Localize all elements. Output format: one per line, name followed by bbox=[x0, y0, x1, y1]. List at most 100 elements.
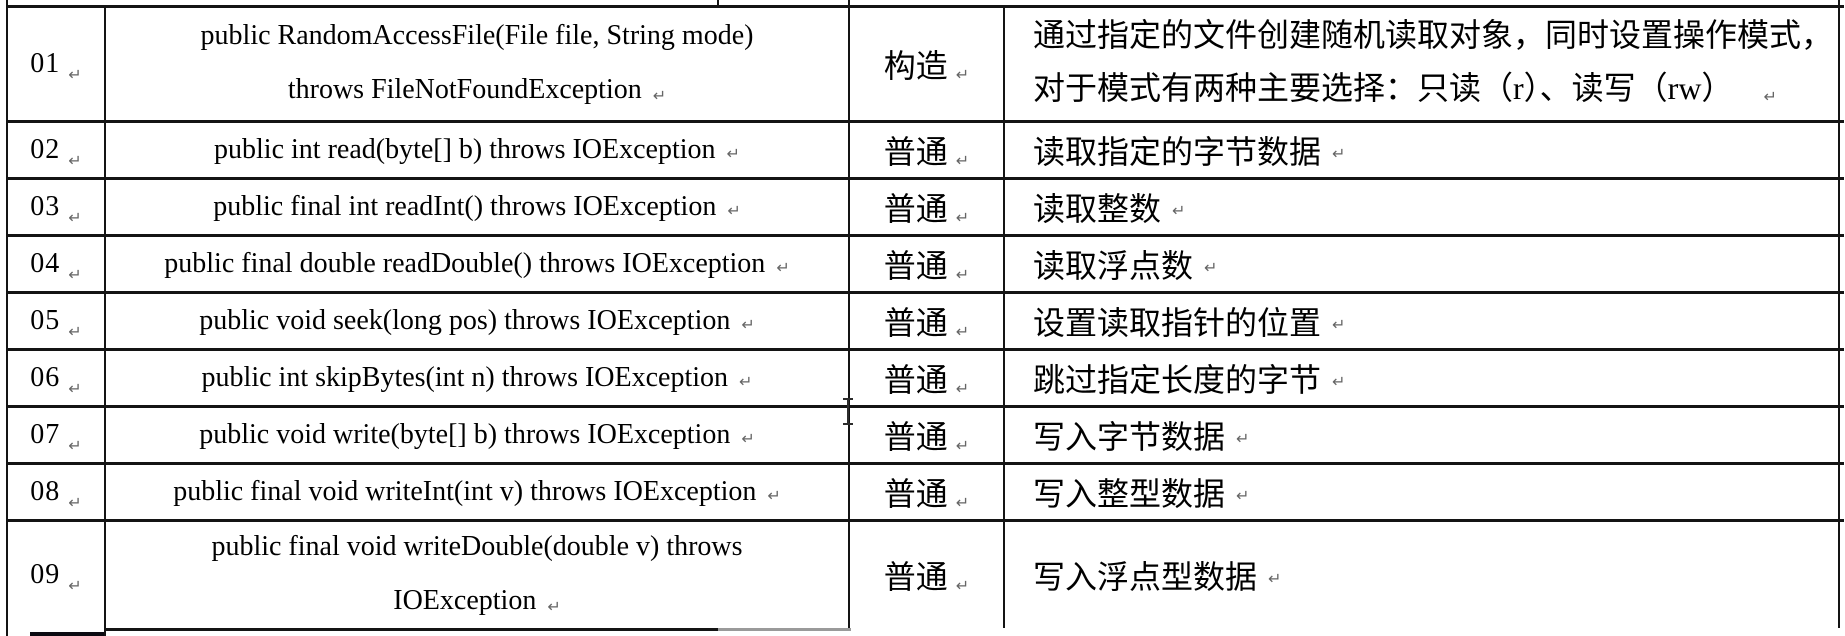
method-signature: public final int readInt() throws IOExce… bbox=[213, 191, 717, 222]
table-row: 08 ↵ public final void writeInt(int v) th… bbox=[6, 465, 1844, 519]
table-row: 06 ↵ public int skipBytes(int n) throws I… bbox=[6, 351, 1844, 405]
pilcrow-mark: ↵ bbox=[68, 435, 82, 455]
table-row: 09 ↵ public final void writeDouble(double… bbox=[6, 522, 1844, 628]
type-cell[interactable]: 普通↵ bbox=[850, 351, 1003, 405]
row-number-cell[interactable]: 05↵ bbox=[8, 294, 104, 348]
top-sliver-right-border bbox=[1838, 0, 1840, 5]
description-cell[interactable]: 设置读取指针的位置↵ bbox=[1005, 294, 1838, 348]
table-border bbox=[6, 291, 1844, 294]
table-row: 01 ↵ public RandomAccessFile(File file, S… bbox=[6, 8, 1844, 120]
description-cell[interactable]: 写入整型数据 ↵ bbox=[1005, 465, 1838, 519]
bottom-sliver-left-border bbox=[6, 628, 8, 636]
method-cell[interactable]: public final void writeDouble(double v) … bbox=[106, 522, 848, 628]
method-cell[interactable]: public void seek(long pos) throws IOExce… bbox=[106, 294, 848, 348]
pilcrow-mark: ↵ bbox=[955, 435, 970, 455]
pilcrow-mark: ↵ bbox=[727, 200, 741, 220]
top-sliver-divider-1 bbox=[717, 0, 719, 5]
bottom-row-border-fragment bbox=[104, 628, 718, 631]
method-signature: public int read(byte[] b) throws IOExcep… bbox=[214, 134, 716, 165]
type-cell[interactable]: 普通 ↵ bbox=[850, 180, 1003, 234]
method-type: 普通 bbox=[883, 191, 948, 227]
method-signature: public RandomAccessFile(File file, Strin… bbox=[201, 9, 754, 120]
method-type: 构造 bbox=[883, 48, 948, 84]
pilcrow-mark: ↵ bbox=[68, 264, 82, 284]
pilcrow-mark: ↵ bbox=[955, 207, 970, 227]
method-type: 普通 bbox=[883, 248, 948, 284]
method-signature: public final void writeInt(int v) throws… bbox=[173, 476, 757, 507]
pilcrow-mark: ↵ bbox=[68, 378, 82, 398]
description-cell[interactable]: 写入浮点型数据↵ bbox=[1005, 522, 1838, 628]
method-cell[interactable]: public final double readDouble() throws … bbox=[106, 237, 848, 291]
type-cell[interactable]: 构造 ↵ bbox=[850, 8, 1003, 120]
table-row: 02↵ public int read(byte[] b) throws IOE… bbox=[6, 123, 1844, 177]
method-description: 写入整型数据 bbox=[1033, 476, 1226, 512]
pilcrow-mark: ↵ bbox=[68, 64, 82, 84]
method-signature: public final void writeDouble(double v) … bbox=[211, 520, 742, 631]
description-cell[interactable]: 写入字节数据 ↵ bbox=[1005, 408, 1838, 462]
type-cell[interactable]: 普通↵ bbox=[850, 465, 1003, 519]
row-number: 03 bbox=[30, 191, 61, 222]
method-description: 写入字节数据 bbox=[1033, 419, 1226, 455]
method-description: 读取浮点数 bbox=[1033, 248, 1194, 284]
method-type: 普通 bbox=[883, 305, 948, 341]
type-cell[interactable]: 普通↵ bbox=[850, 237, 1003, 291]
pilcrow-mark: ↵ bbox=[1236, 428, 1250, 448]
pilcrow-mark: ↵ bbox=[955, 321, 970, 341]
pilcrow-mark: ↵ bbox=[1204, 257, 1218, 277]
method-signature: public int skipBytes(int n) throws IOExc… bbox=[201, 362, 729, 393]
pilcrow-mark: ↵ bbox=[955, 64, 970, 84]
row-number-cell[interactable]: 08 ↵ bbox=[8, 465, 104, 519]
pilcrow-mark: ↵ bbox=[955, 575, 970, 595]
row-number: 08 bbox=[30, 476, 61, 507]
pilcrow-mark: ↵ bbox=[1332, 371, 1346, 391]
pilcrow-mark: ↵ bbox=[68, 575, 82, 595]
type-cell[interactable]: 普通↵ bbox=[850, 123, 1003, 177]
method-signature: public void seek(long pos) throws IOExce… bbox=[199, 305, 731, 336]
method-cell[interactable]: public RandomAccessFile(File file, Strin… bbox=[106, 8, 848, 120]
pilcrow-mark: ↵ bbox=[741, 314, 755, 334]
description-cell[interactable]: 跳过指定长度的字节 ↵ bbox=[1005, 351, 1838, 405]
type-cell[interactable]: 普通 ↵ bbox=[850, 294, 1003, 348]
pilcrow-mark: ↵ bbox=[68, 492, 82, 512]
pilcrow-mark: ↵ bbox=[955, 378, 970, 398]
pilcrow-mark: ↵ bbox=[741, 428, 755, 448]
row-number-cell[interactable]: 04 ↵ bbox=[8, 237, 104, 291]
table-border bbox=[6, 462, 1844, 465]
method-cell[interactable]: public final int readInt() throws IOExce… bbox=[106, 180, 848, 234]
method-cell[interactable]: public int read(byte[] b) throws IOExcep… bbox=[106, 123, 848, 177]
pilcrow-mark: ↵ bbox=[68, 207, 82, 227]
pilcrow-mark: ↵ bbox=[1236, 485, 1250, 505]
description-cell[interactable]: 读取整数↵ bbox=[1005, 180, 1838, 234]
method-cell[interactable]: public int skipBytes(int n) throws IOExc… bbox=[106, 351, 848, 405]
pilcrow-mark: ↵ bbox=[1268, 568, 1282, 588]
row-number-cell[interactable]: 01 ↵ bbox=[8, 8, 104, 120]
row-number: 06 bbox=[30, 362, 61, 393]
method-signature: public void write(byte[] b) throws IOExc… bbox=[199, 419, 731, 450]
description-cell[interactable]: 读取指定的字节数据↵ bbox=[1005, 123, 1838, 177]
table-border bbox=[6, 405, 1844, 408]
row-number-cell[interactable]: 06 ↵ bbox=[8, 351, 104, 405]
row-number-cell[interactable]: 03 ↵ bbox=[8, 180, 104, 234]
row-number: 04 bbox=[30, 248, 61, 279]
method-cell[interactable]: public final void writeInt(int v) throws… bbox=[106, 465, 848, 519]
pilcrow-mark: ↵ bbox=[547, 596, 561, 616]
row-number-cell[interactable]: 07↵ bbox=[8, 408, 104, 462]
row-number-cell[interactable]: 09 ↵ bbox=[8, 522, 104, 628]
method-description: 跳过指定长度的字节 bbox=[1033, 362, 1322, 398]
pilcrow-mark: ↵ bbox=[68, 321, 82, 341]
description-cell[interactable]: 通过指定的文件创建随机读取对象，同时设置操作模式， 对于模式有两种主要选择：只读… bbox=[1005, 8, 1838, 120]
bottom-row-border-fragment-light bbox=[718, 628, 851, 631]
row-number-cell[interactable]: 02↵ bbox=[8, 123, 104, 177]
pilcrow-mark: ↵ bbox=[652, 85, 667, 105]
type-cell[interactable]: 普通↵ bbox=[850, 408, 1003, 462]
row-number: 09 bbox=[30, 559, 61, 590]
table-border bbox=[6, 234, 1844, 237]
description-cell[interactable]: 读取浮点数 ↵ bbox=[1005, 237, 1838, 291]
type-cell[interactable]: 普通↵ bbox=[850, 522, 1003, 628]
pilcrow-mark: ↵ bbox=[1332, 143, 1346, 163]
row-number: 01 bbox=[30, 48, 61, 79]
method-cell[interactable]: public void write(byte[] b) throws IOExc… bbox=[106, 408, 848, 462]
bottom-partial-cell-fragment bbox=[30, 632, 104, 636]
pilcrow-mark: ↵ bbox=[726, 143, 740, 163]
